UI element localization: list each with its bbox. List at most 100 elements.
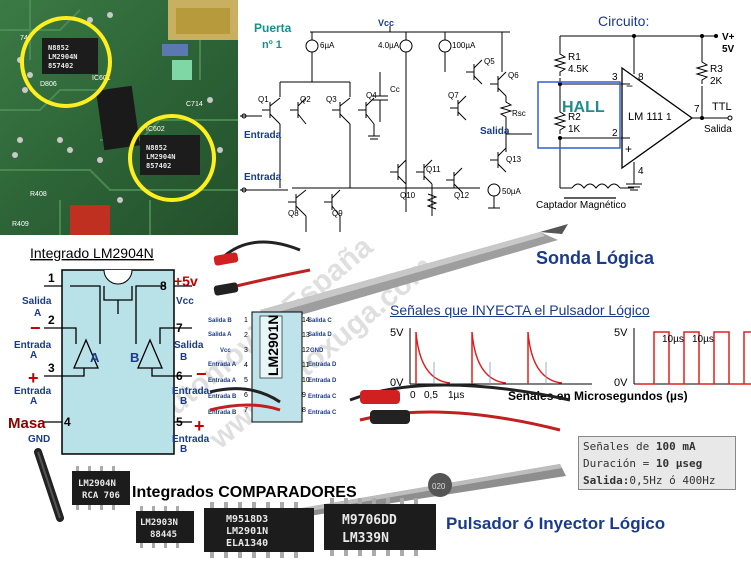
circuito-minus: − — [626, 79, 633, 93]
entrada-a1-2: A — [30, 350, 37, 361]
signal-5v-b: 5V — [614, 327, 628, 339]
entrada-a1-1: Entrada — [14, 340, 52, 351]
circuito-r3: R3 — [710, 64, 723, 75]
label-q1: Q1 — [258, 95, 269, 104]
lm2904-pinout: Integrado LM2904N — [0, 240, 215, 485]
lm2901-right-5: Entrada C — [308, 394, 337, 400]
chip-lm339n-line1: M9706DD — [342, 513, 397, 528]
signals-panel: Señales que INYECTA el Pulsador Lógico 5… — [386, 302, 751, 406]
circuito-vplus: V+ — [722, 32, 735, 43]
lm2904-pin-3: 3 — [48, 361, 55, 375]
info-line-1: Señales de 100 mA — [583, 440, 696, 453]
lm2901-right-4: Entrada D — [308, 378, 337, 384]
circuito-r2-val: 1K — [568, 124, 581, 135]
pulsador-brand: 020 — [432, 482, 446, 491]
pulsador-title: Pulsador ó Inyector Lógico — [446, 514, 666, 533]
pcb-photo: N8852 LM2904N 857402 N8852 LM2904N 85740… — [0, 0, 238, 235]
photo-chip1-line3: 857402 — [48, 62, 73, 70]
label-cc: Cc — [390, 85, 400, 94]
lm2901-left-3: Entrada A — [208, 362, 237, 368]
label-q12: Q12 — [454, 191, 470, 200]
signal-tick-05: 0,5 — [424, 390, 438, 401]
photo-label-ic602: IC602 — [146, 126, 165, 133]
entrada-b1-2: B — [180, 396, 187, 407]
entrada-b2-1: Entrada — [172, 434, 210, 445]
puerta-subtitle: nº 1 — [262, 39, 282, 51]
circuito-r3-val: 2K — [710, 76, 723, 87]
current-100ua: 100µA — [452, 41, 476, 50]
photo-chip2-line3: 857402 — [146, 162, 171, 170]
lm2901-right-6: Entrada C — [308, 410, 337, 416]
photo-chip1-line2: LM2904N — [48, 53, 78, 61]
lm2904-vcc: Vcc — [176, 296, 194, 307]
info-line-3: Salida:0,5Hz ó 400Hz — [583, 474, 716, 487]
circuito-pin-2: 2 — [612, 128, 618, 139]
chip-lm339n-line2: LM339N — [342, 531, 389, 546]
circuito-r1-val: 4.5K — [568, 64, 589, 75]
lm2901-rpin-8: 8 — [302, 407, 306, 414]
label-q10: Q10 — [400, 191, 416, 200]
signal-10us-b: 10µs — [692, 334, 714, 345]
circuito-pin-8: 8 — [638, 72, 644, 83]
circuito-salida: Salida — [704, 124, 732, 135]
lm2901-right-1: Salida D — [308, 332, 332, 338]
current-50ua: 50µA — [502, 187, 522, 196]
salida-a-1: Salida — [22, 296, 52, 307]
plus-sign-a: + — [28, 368, 39, 388]
sonda-logica-probe — [200, 220, 570, 330]
decay-pulse-1 — [471, 331, 507, 384]
lm2904-pin-8: 8 — [160, 279, 167, 293]
label-q9: Q9 — [332, 209, 343, 218]
chip-lm2903n-line2: 88445 — [150, 530, 177, 540]
lm2901-left-4: Entrada A — [208, 378, 237, 384]
circuito-title: Circuito: — [598, 13, 649, 29]
salida-b-1: Salida — [174, 340, 204, 351]
puerta-title: Puerta — [254, 21, 292, 35]
circuito-5v: 5V — [722, 44, 735, 55]
decay-pulse-2 — [527, 331, 563, 384]
lm2904-pin-2: 2 — [48, 313, 55, 327]
lm2901-lpin-7: 7 — [244, 407, 248, 414]
signal-tick-1: 1µs — [448, 390, 464, 401]
chip-lm2901n-line2: LM2901N — [226, 526, 268, 537]
photo-chip2-line1: N8852 — [146, 144, 167, 152]
circuito-r1: R1 — [568, 52, 581, 63]
lm2901-lpin-3: 3 — [244, 347, 248, 354]
lm2901-lpin-1: 1 — [244, 317, 248, 324]
amp-b-label: B — [130, 350, 139, 365]
minus-sign-a: − — [30, 318, 41, 338]
circuito-lm111: Circuito: V+ 5V — [532, 8, 751, 223]
signal-5v-a: 5V — [390, 327, 404, 339]
signal-0v-a: 0V — [390, 377, 404, 389]
chip-lm2903n: LM2903N 88445 — [136, 506, 194, 548]
entrada-b2-2: B — [180, 444, 187, 455]
photo-label-d806: D806 — [40, 81, 57, 88]
label-q6: Q6 — [508, 71, 519, 80]
current-6ua: 6µA — [320, 41, 335, 50]
square-wave — [636, 331, 751, 385]
circuito-ttl: TTL — [712, 101, 732, 113]
chip-lm2904n-line2: RCA 706 — [82, 491, 120, 501]
chip-lm2901n: M9518D3 LM2901N ELA1340 — [204, 502, 314, 558]
label-q8: Q8 — [288, 209, 299, 218]
label-q5: Q5 — [484, 57, 495, 66]
label-q4: Q4 — [366, 91, 377, 100]
lm2901-rpin-14: 14 — [302, 317, 310, 324]
chip-lm2903n-line1: LM2903N — [140, 518, 178, 528]
chip-lm2904n-line1: LM2904N — [78, 479, 116, 489]
lm2901-rpin-12: 12 — [302, 347, 310, 354]
lm2901-rpin-13: 13 — [302, 332, 310, 339]
lm2904-pin-1: 1 — [48, 271, 55, 285]
circuito-ic: LM 111 — [628, 111, 663, 123]
lm2901-left-5: Entrada B — [208, 394, 237, 400]
lm2901-left-1: Salida A — [208, 332, 232, 338]
label-q13: Q13 — [506, 155, 522, 164]
circuito-pin-1: 1 — [666, 112, 672, 123]
lm2904-masa: Masa — [8, 415, 46, 432]
circuito-pin-4: 4 — [638, 166, 644, 177]
alligator-clip — [30, 448, 70, 528]
lm2901-left-6: Entrada B — [208, 410, 237, 416]
lm2901-lpin-2: 2 — [244, 332, 248, 339]
plus-sign-b: + — [194, 416, 205, 436]
